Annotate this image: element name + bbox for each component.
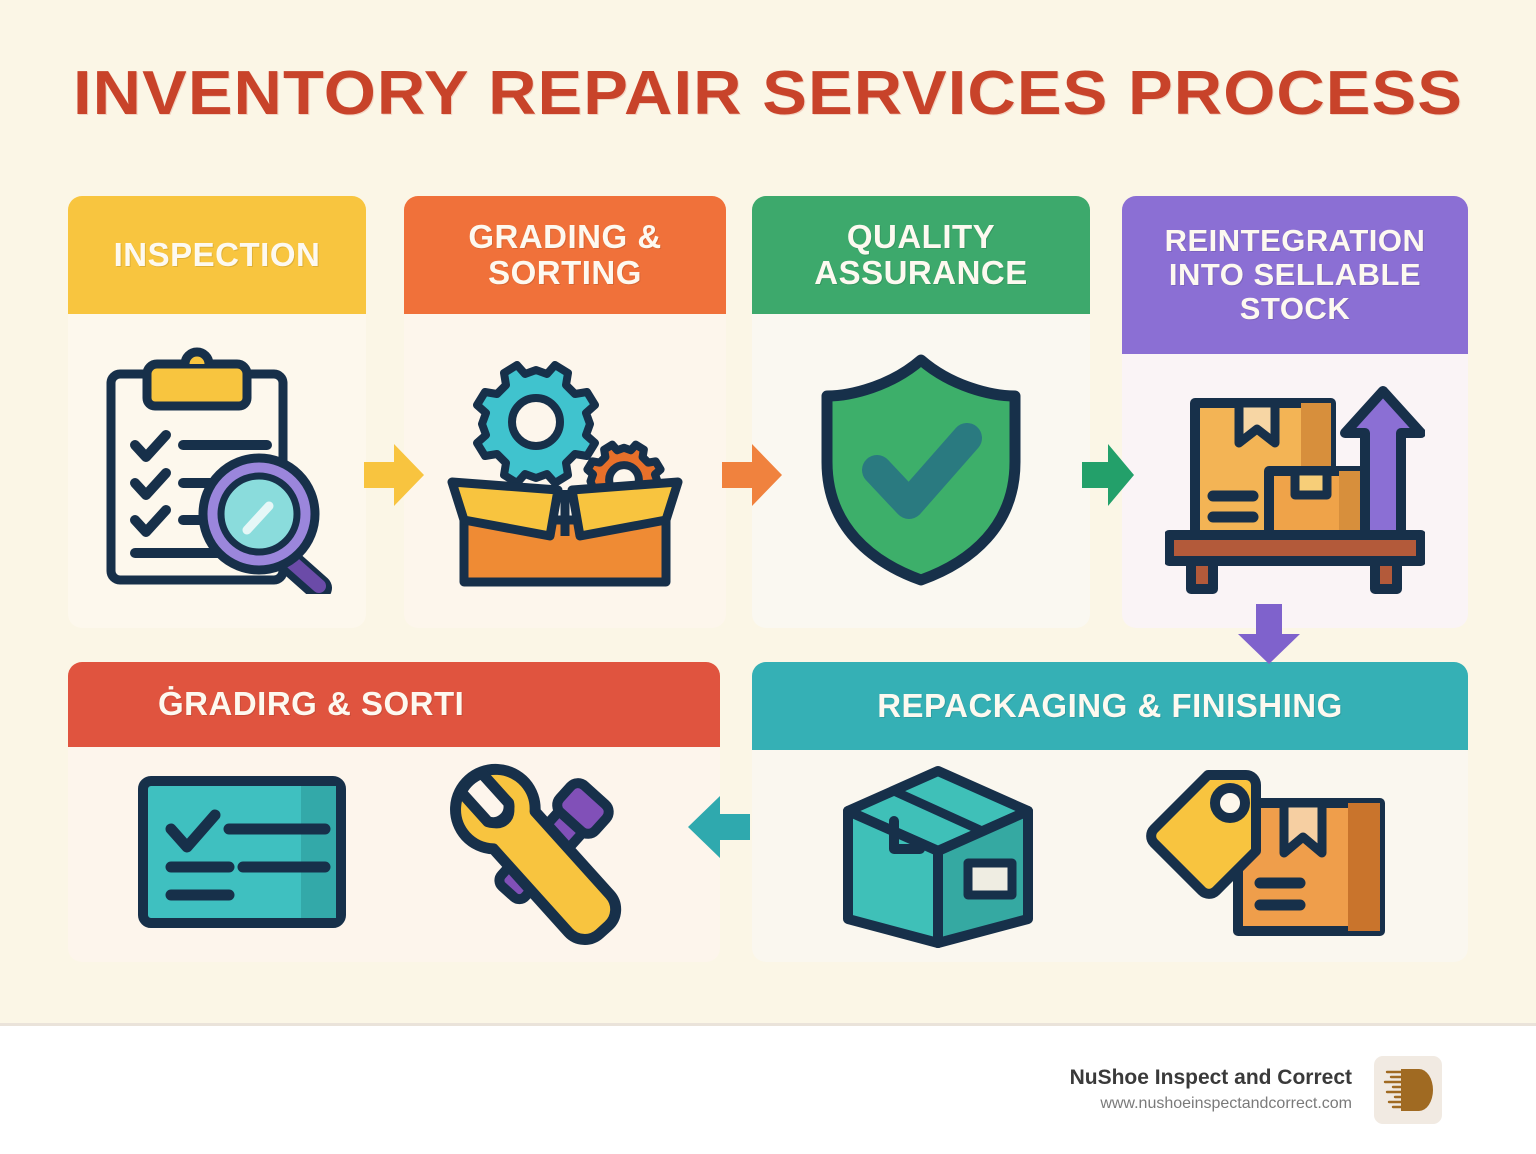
arrow-right-quality-to-reintegration [1082,444,1134,511]
step-icon-area-reintegration [1122,354,1468,628]
wrench-screwdriver-icon [415,747,655,962]
brand-name: NuShoe Inspect and Correct [1069,1065,1352,1089]
step-label-grading-sorting: GRADING & SORTING [468,217,662,291]
step-label-reintegration: REINTEGRATION INTO SELLABLE STOCK [1164,222,1426,327]
step-header-grading-sorti: ĠRADIRG & SORTI [68,662,720,747]
brand-url: www.nushoeinspectandcorrect.com [1100,1095,1352,1113]
step-icon-area-quality-assurance [752,314,1090,628]
checklist-card-icon [133,767,353,942]
footer-branding: NuShoe Inspect and Correct www.nushoeins… [0,1026,1536,1154]
step-label-grading-sorti: ĠRADIRG & SORTI [158,685,465,723]
process-step-card-inspection: INSPECTION [68,196,366,628]
process-step-card-grading-sorti: ĠRADIRG & SORTI [68,662,720,962]
shield-check-icon [811,344,1031,599]
footer-divider [0,1023,1536,1026]
nushoe-logo-icon [1374,1056,1442,1124]
boxes-on-shelf-up-arrow-icon [1164,379,1426,604]
arrow-down-reintegration-to-repackaging [1238,604,1300,669]
step-icon-area-inspection [68,314,366,628]
sealed-box-icon [828,759,1058,954]
open-box-gears-icon [440,344,690,599]
process-step-card-reintegration: REINTEGRATION INTO SELLABLE STOCK [1122,196,1468,628]
step-header-grading-sorting: GRADING & SORTING [404,196,726,314]
clipboard-magnifier-icon [87,344,347,601]
process-step-card-grading-sorting: GRADING & SORTING [404,196,726,628]
page-title: INVENTORY REPAIR SERVICES PROCESS [72,59,1464,128]
step-header-repackaging-finishing: REPACKAGING & FINISHING [752,662,1468,750]
step-label-repackaging-finishing: REPACKAGING & FINISHING [877,686,1343,724]
price-tag-box-icon [1142,759,1392,954]
process-step-card-quality-assurance: QUALITY ASSURANCE [752,196,1090,628]
arrow-right-grading-to-quality [722,444,782,511]
step-icon-area-grading-sorting [404,314,726,628]
step-label-quality-assurance: QUALITY ASSURANCE [814,217,1028,291]
step-header-reintegration: REINTEGRATION INTO SELLABLE STOCK [1122,196,1468,354]
step-icon-area-repackaging-finishing [752,750,1468,962]
step-header-inspection: INSPECTION [68,196,366,314]
process-step-card-repackaging-finishing: REPACKAGING & FINISHING [752,662,1468,962]
step-icon-area-grading-sorti [68,747,720,962]
arrow-left-repackaging-to-grading-sorti [688,796,750,863]
step-label-inspection: INSPECTION [113,235,321,273]
footer-text-block: NuShoe Inspect and Correct www.nushoeins… [1070,1064,1352,1116]
arrow-right-inspection-to-grading [364,444,424,511]
step-header-quality-assurance: QUALITY ASSURANCE [752,196,1090,314]
